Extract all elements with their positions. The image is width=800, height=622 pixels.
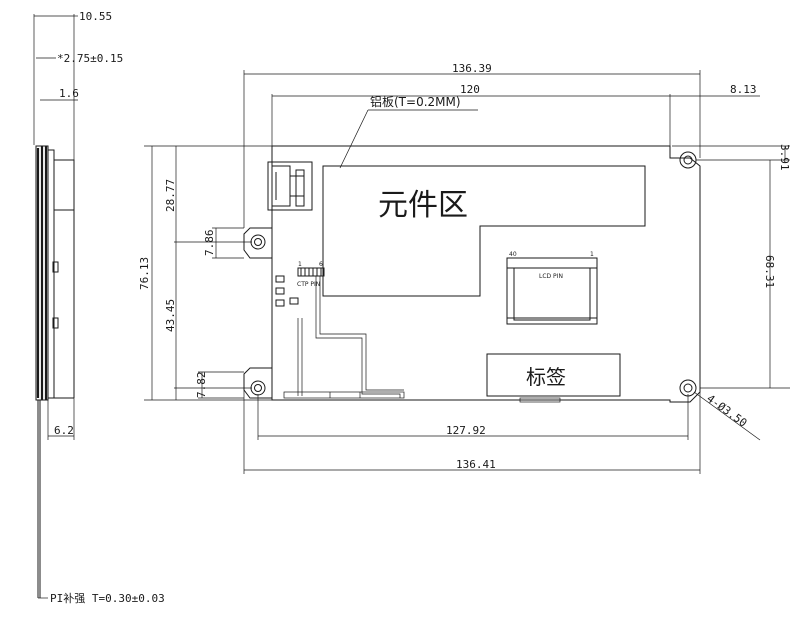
dim-bottom-outer: 136.41 xyxy=(456,458,496,471)
ctp-pin-6: 6 xyxy=(319,261,323,268)
ctp-pin-label: CTP PIN xyxy=(297,281,320,288)
lcd-pin-1: 1 xyxy=(590,251,594,258)
side-dim-thickness: 10.55 xyxy=(79,10,112,23)
front-view: 元件区 铝板(T=0.2MM) xyxy=(138,62,791,474)
right-dimensions xyxy=(672,145,790,389)
fpc-traces xyxy=(283,276,561,403)
dim-hole: 4-Ø3.50 xyxy=(704,392,749,430)
side-profile xyxy=(33,14,75,598)
mounting-holes xyxy=(250,151,697,397)
dim-right-big: 68.31 xyxy=(763,255,776,288)
label-area-outline xyxy=(486,353,621,397)
label-area-text: 标签 xyxy=(526,365,566,389)
lcd-pin-label: LCD PIN xyxy=(539,273,563,280)
lcd-connector: 40 1 LCD PIN xyxy=(506,251,598,325)
component-area-outline xyxy=(322,165,646,297)
dim-top-inner: 120 xyxy=(460,83,480,96)
hole-leader xyxy=(693,391,761,441)
left-dimensions xyxy=(144,145,272,401)
side-dim-thickness-tol: *2.75±0.15 xyxy=(57,52,123,65)
usb-connector xyxy=(267,161,313,211)
dim-left-lower: 43.45 xyxy=(164,299,177,332)
dim-bottom-inner: 127.92 xyxy=(446,424,486,437)
small-components xyxy=(275,275,299,307)
bottom-dimensions xyxy=(243,390,701,474)
dim-left-upper: 28.77 xyxy=(164,179,177,212)
dim-top-right: 8.13 xyxy=(730,83,757,96)
lcd-pin-40: 40 xyxy=(509,251,517,258)
dim-right-small: 3.91 xyxy=(778,144,791,171)
top-dimensions xyxy=(243,70,760,228)
dim-top-outer: 136.39 xyxy=(452,62,492,75)
dim-left-tab-bottom: 7.82 xyxy=(195,372,208,399)
side-pi-note: PI补强 T=0.30±0.03 xyxy=(50,592,165,605)
ctp-connector: 1 6 CTP PIN xyxy=(297,261,325,288)
side-view: 10.55 *2.75±0.15 1.6 6.2 PI补强 T=0.30±0.0… xyxy=(33,10,165,605)
dim-left-total: 76.13 xyxy=(138,257,151,290)
component-area-label: 元件区 xyxy=(378,188,468,223)
side-dim-1-6: 1.6 xyxy=(59,87,79,100)
ctp-pin-1: 1 xyxy=(298,261,302,268)
dim-left-tab-top: 7.86 xyxy=(203,230,216,257)
side-dim-6-2: 6.2 xyxy=(54,424,74,437)
aluminum-plate-note: 铝板(T=0.2MM) xyxy=(370,94,461,109)
